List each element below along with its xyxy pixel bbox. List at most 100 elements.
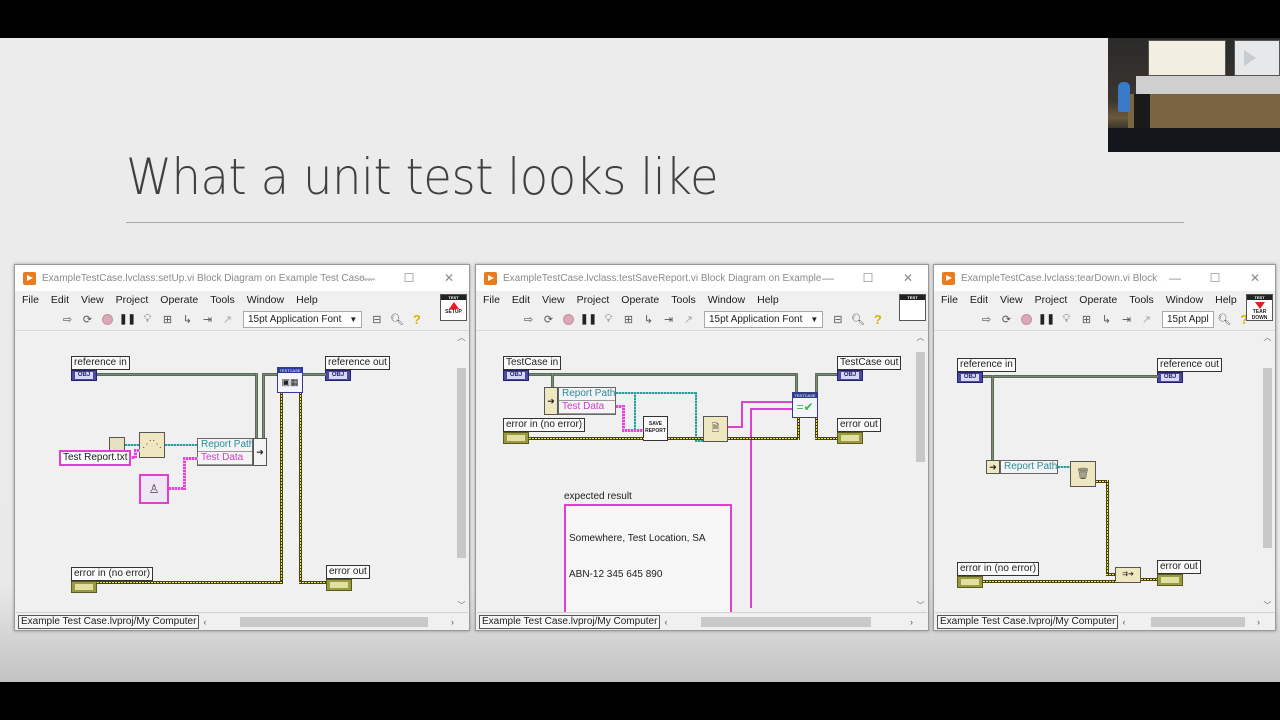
path-wire[interactable]: [634, 392, 636, 430]
unbundle-by-name-node[interactable]: Report Path: [1000, 460, 1058, 474]
unbundle-by-name-node[interactable]: Report Path Test Data: [558, 387, 616, 415]
menu-edit[interactable]: Edit: [969, 294, 989, 306]
test-save-report-block-diagram-window[interactable]: ExampleTestCase.lvclass:testSaveReport.v…: [475, 264, 929, 631]
vi-icon-setup[interactable]: TEST SETUP: [440, 294, 467, 321]
maximize-button[interactable]: ☐: [1209, 271, 1221, 285]
run-arrow-icon[interactable]: ⇨: [523, 314, 534, 326]
vi-icon-test[interactable]: TEST: [899, 294, 926, 321]
menu-help[interactable]: Help: [296, 294, 318, 306]
vertical-scrollbar[interactable]: ︿ ﹀: [455, 332, 468, 612]
abort-execution-icon[interactable]: [99, 312, 116, 328]
menu-operate[interactable]: Operate: [160, 294, 199, 306]
save-report-node[interactable]: SAVE REPORT: [643, 416, 668, 441]
string-wire[interactable]: [750, 408, 752, 608]
scroll-up-icon[interactable]: ︿: [916, 333, 925, 342]
object-wire[interactable]: [262, 373, 278, 376]
error-in-terminal[interactable]: [503, 432, 529, 444]
read-text-file-node[interactable]: 🗎︎: [703, 416, 728, 442]
step-over-icon[interactable]: ⇥: [202, 314, 213, 326]
menu-edit[interactable]: Edit: [511, 294, 531, 306]
retain-wire-values-icon[interactable]: ⊞: [162, 314, 173, 326]
string-wire[interactable]: [622, 405, 625, 431]
menu-window[interactable]: Window: [707, 294, 746, 306]
object-wire[interactable]: [255, 373, 258, 453]
scrollbar-thumb[interactable]: [701, 616, 872, 627]
title-bar[interactable]: ExampleTestCase.lvclass:testSaveReport.v…: [476, 265, 928, 291]
error-wire[interactable]: [815, 437, 839, 440]
vertical-scrollbar[interactable]: ︿ ﹀: [914, 332, 927, 612]
menu-window[interactable]: Window: [246, 294, 285, 306]
clean-up-diagram-icon[interactable]: 🔍︎: [850, 314, 865, 326]
close-button[interactable]: ✕: [902, 271, 914, 285]
menu-edit[interactable]: Edit: [50, 294, 70, 306]
scroll-up-icon[interactable]: ︿: [457, 333, 466, 342]
string-constant-test-report[interactable]: Test Report.txt: [59, 450, 132, 466]
close-button[interactable]: ✕: [443, 271, 455, 285]
path-wire[interactable]: [165, 444, 199, 446]
block-diagram-canvas[interactable]: reference in reference out ➜ Report Path…: [935, 332, 1261, 612]
step-out-icon[interactable]: ↗: [683, 314, 694, 326]
setup-block-diagram-window[interactable]: ExampleTestCase.lvclass:setUp.vi Block D…: [14, 264, 470, 631]
highlight-execution-bulb-icon[interactable]: 💡︎: [143, 313, 152, 325]
run-continuously-icon[interactable]: ⟳: [543, 314, 554, 326]
block-diagram-canvas[interactable]: reference in reference out TESTCASE ▣▦ e…: [16, 332, 455, 612]
menu-view[interactable]: View: [542, 294, 565, 306]
error-wire[interactable]: [1096, 480, 1108, 483]
path-wire[interactable]: [616, 392, 696, 394]
pause-icon[interactable]: ❚❚: [580, 314, 597, 325]
assert-equal-node[interactable]: TESTCASE =✔: [792, 392, 818, 418]
highlight-execution-bulb-icon[interactable]: 💡︎: [1062, 313, 1071, 325]
error-wire[interactable]: [815, 418, 818, 440]
object-wire[interactable]: [795, 373, 798, 399]
testcase-out-terminal[interactable]: [837, 370, 863, 381]
reference-out-terminal[interactable]: [325, 370, 351, 381]
scrollbar-thumb[interactable]: [457, 368, 466, 558]
minimize-button[interactable]: —: [1169, 271, 1181, 285]
maximize-button[interactable]: ☐: [862, 271, 874, 285]
scroll-down-icon[interactable]: ﹀: [916, 601, 925, 610]
get-test-data-node[interactable]: ♙: [139, 474, 169, 504]
menu-operate[interactable]: Operate: [621, 294, 660, 306]
string-wire[interactable]: [616, 405, 624, 408]
string-wire[interactable]: [728, 426, 742, 428]
horizontal-scrollbar[interactable]: [1131, 616, 1251, 628]
error-wire[interactable]: [299, 581, 327, 584]
error-wire[interactable]: [299, 393, 302, 583]
menu-project[interactable]: Project: [576, 294, 610, 306]
error-wire[interactable]: [983, 580, 1116, 583]
horizontal-scrollbar[interactable]: [212, 616, 445, 628]
expected-result-string-constant[interactable]: Somewhere, Test Location, SA ABN-12 345 …: [564, 504, 732, 612]
path-wire[interactable]: [695, 392, 697, 442]
error-wire[interactable]: [668, 437, 703, 440]
path-wire[interactable]: [1058, 466, 1070, 468]
object-wire[interactable]: [815, 373, 818, 399]
abort-execution-icon[interactable]: [1018, 312, 1035, 328]
close-button[interactable]: ✕: [1249, 271, 1261, 285]
block-diagram-canvas[interactable]: TestCase in TestCase out ➜ Report Path T…: [477, 332, 914, 612]
menu-help[interactable]: Help: [1215, 294, 1237, 306]
context-help-icon[interactable]: ?: [412, 312, 421, 327]
delete-file-node[interactable]: 🗑︎: [1070, 461, 1096, 487]
error-wire[interactable]: [280, 393, 283, 583]
horizontal-scrollbar[interactable]: [673, 616, 904, 628]
scroll-down-icon[interactable]: ﹀: [1263, 601, 1272, 610]
scrollbar-thumb[interactable]: [240, 616, 429, 627]
run-arrow-icon[interactable]: ⇨: [981, 314, 992, 326]
run-arrow-icon[interactable]: ⇨: [62, 314, 73, 326]
title-bar[interactable]: ExampleTestCase.lvclass:setUp.vi Block D…: [15, 265, 469, 291]
step-over-icon[interactable]: ⇥: [663, 314, 674, 326]
object-wire[interactable]: [983, 375, 1158, 378]
menu-project[interactable]: Project: [1034, 294, 1068, 306]
menu-project[interactable]: Project: [115, 294, 149, 306]
vertical-scrollbar[interactable]: ︿ ﹀: [1261, 332, 1274, 612]
string-wire[interactable]: [169, 487, 185, 490]
error-wire[interactable]: [728, 437, 800, 440]
string-wire[interactable]: [134, 449, 140, 452]
scroll-right-icon[interactable]: ›: [910, 616, 913, 627]
object-wire[interactable]: [97, 373, 257, 376]
object-wire[interactable]: [551, 373, 554, 389]
string-wire[interactable]: [750, 408, 793, 410]
menu-file[interactable]: File: [483, 294, 500, 306]
pause-icon[interactable]: ❚❚: [119, 314, 136, 325]
menu-window[interactable]: Window: [1165, 294, 1204, 306]
